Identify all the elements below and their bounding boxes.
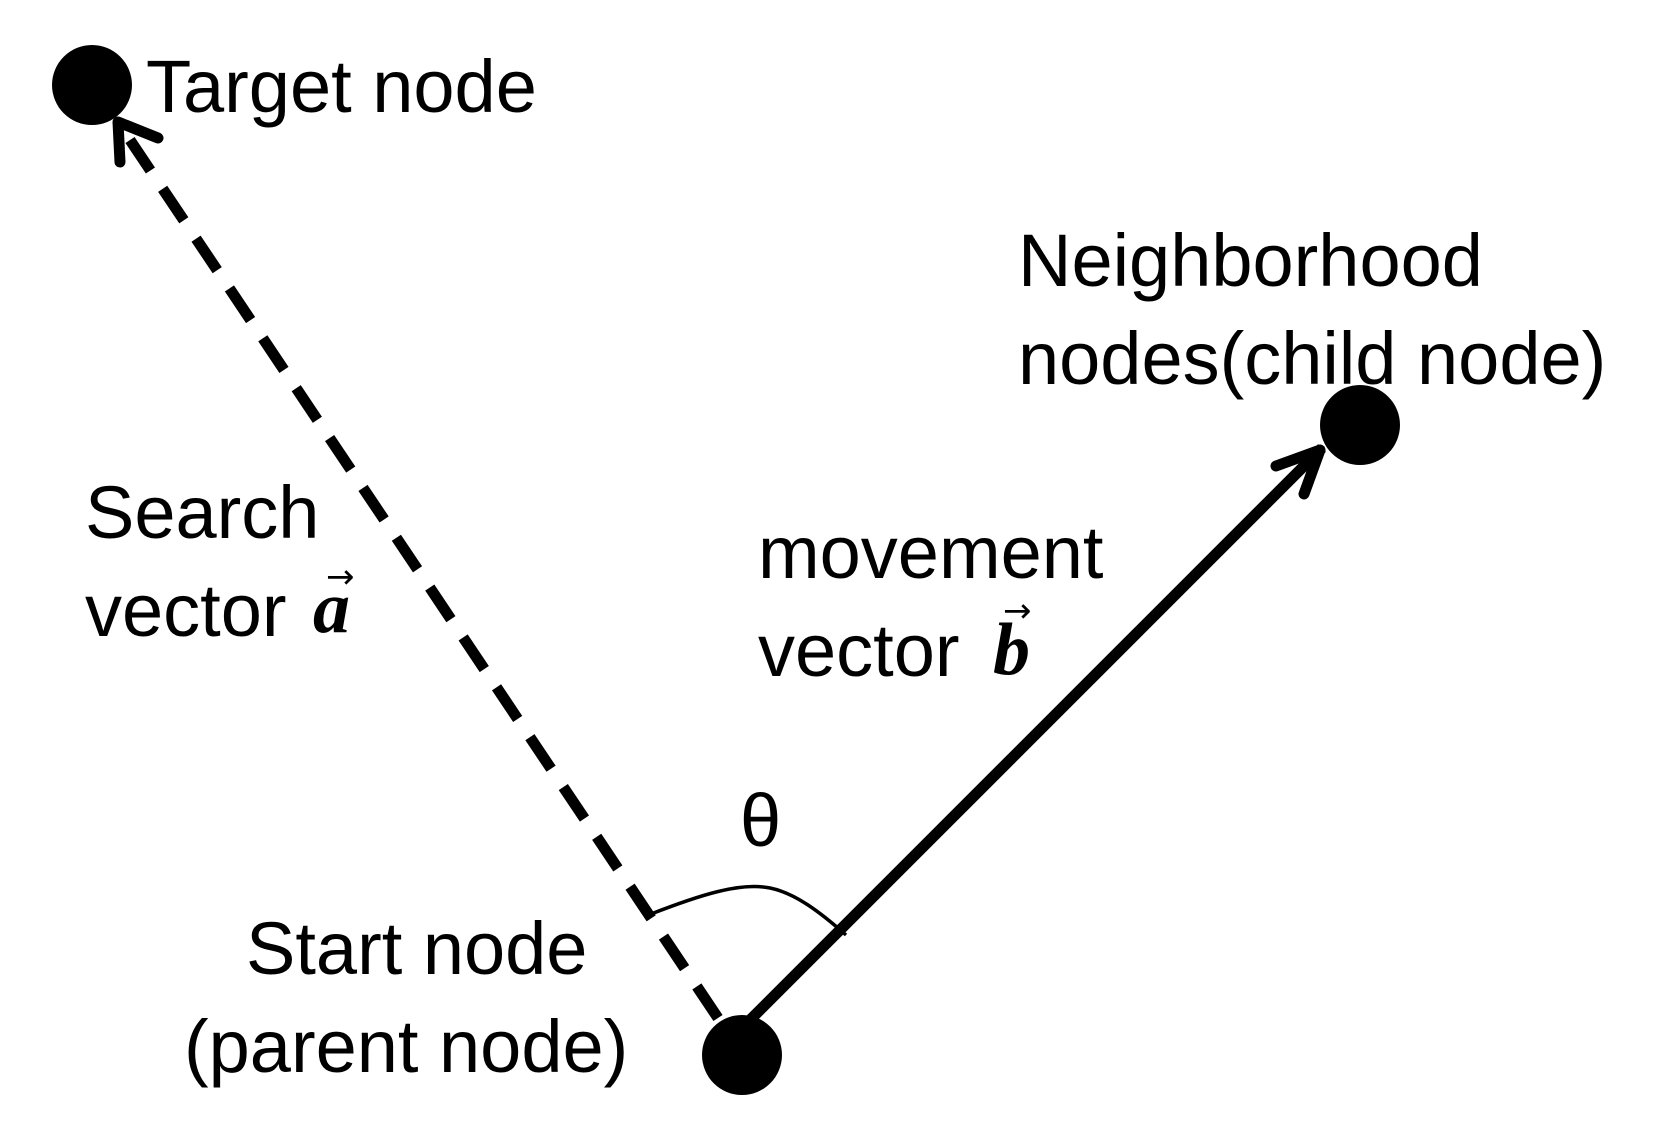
angle-arc: [650, 884, 848, 937]
movement-vector-line: [736, 444, 1326, 1034]
movement-vector-symbol: b: [993, 609, 1030, 691]
target-node: [52, 45, 132, 125]
search-vector-symbol: a: [313, 567, 350, 649]
start-node: [702, 1015, 782, 1095]
neighborhood-node: [1320, 385, 1400, 465]
search-vector-label-line2: vector: [85, 569, 287, 652]
movement-vector-arrow-accent: →: [1003, 591, 1032, 631]
search-vector-label-line1: Search: [85, 471, 319, 554]
start-node-label-line1: Start node: [246, 907, 587, 990]
search-vector-arrow-accent: →: [326, 557, 355, 597]
neighborhood-label-line2: nodes(child node): [1018, 317, 1606, 400]
movement-vector-label-line2: vector: [758, 609, 960, 692]
neighborhood-label-line1: Neighborhood: [1018, 219, 1483, 302]
target-node-label: Target node: [146, 45, 537, 128]
movement-vector-arrowhead: [1270, 444, 1326, 500]
search-vector-arrowhead: [112, 116, 164, 168]
angle-theta-label: θ: [740, 779, 781, 862]
start-node-label-line2: (parent node): [184, 1005, 628, 1088]
movement-vector-label-line1: movement: [758, 511, 1104, 594]
